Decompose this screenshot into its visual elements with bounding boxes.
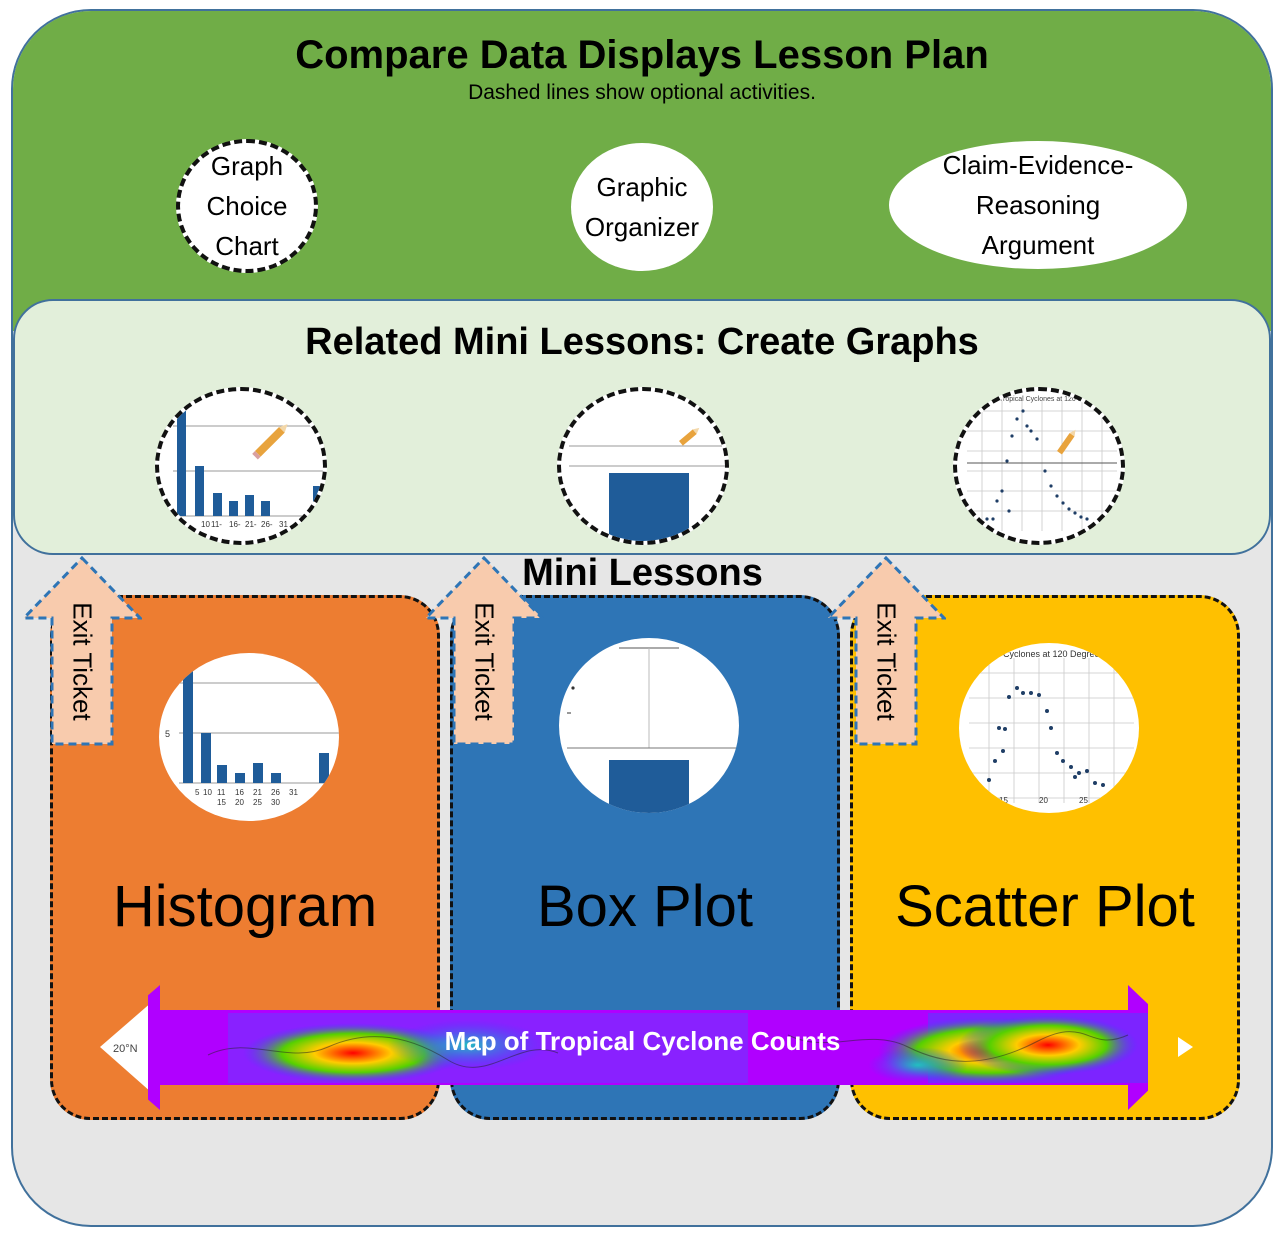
box-plot-label: Box Plot	[537, 874, 753, 939]
tick-label: 20	[1039, 796, 1048, 805]
tick-label: 16-	[229, 520, 241, 529]
tick-label: 15	[217, 798, 226, 807]
scatter-plot-label: Scatter Plot	[895, 874, 1195, 939]
map-label: Map of Tropical Cyclone Counts	[444, 1026, 841, 1056]
tick-label: 26	[271, 788, 280, 797]
graph-choice-chart-activity[interactable]: Graph Choice Chart	[176, 139, 318, 273]
box-plot-mini-chart	[569, 427, 725, 541]
tick-label: 31	[279, 520, 288, 529]
histogram-mini-chart: 10 11- 16- 21- 26- 31	[173, 403, 323, 529]
tick-label: 30	[271, 798, 280, 807]
tick-label: 21	[253, 788, 262, 797]
tick-label: 5	[195, 788, 200, 797]
latitude-label: 20°N	[113, 1043, 138, 1055]
mini-lessons-title: Mini Lessons	[522, 552, 763, 594]
scatter-plot-thumbnail: Cyclones at 120 Degrees 15 20 25	[959, 643, 1139, 813]
tick-label: 25	[1079, 796, 1088, 805]
exit-ticket-label: Exit Ticket	[871, 601, 902, 721]
tick-label: 26-	[261, 520, 273, 529]
related-mini-lessons-panel: Related Mini Lessons: Create Graphs 10 1…	[13, 299, 1271, 555]
activity-label: Graph Choice Chart	[206, 151, 288, 261]
tick-label: 25	[253, 798, 262, 807]
up-arrow-icon	[20, 555, 144, 746]
exit-ticket-label: Exit Ticket	[469, 601, 500, 721]
exit-ticket-histogram[interactable]: Exit Ticket	[20, 555, 144, 746]
related-scatter-plot-thumbnail[interactable]: Tropical Cyclones at 120 Degrees	[953, 387, 1125, 545]
pencil-icon	[679, 427, 700, 446]
tick-label: 31	[289, 788, 298, 797]
scatter-title: Tropical Cyclones at 120 Degrees	[999, 396, 1105, 403]
box-plot-thumbnail	[559, 638, 739, 813]
tick-label: 16	[235, 788, 244, 797]
tick-label: 15	[999, 796, 1008, 805]
tick-label: 20	[235, 798, 244, 807]
tick-label: 10	[203, 788, 212, 797]
page-title: Compare Data Displays Lesson Plan	[295, 33, 989, 77]
y-tick: 5	[165, 729, 170, 739]
tick-label: 10	[201, 520, 210, 529]
exit-ticket-label: Exit Ticket	[67, 601, 98, 721]
scatter-mini-chart: Tropical Cyclones at 120 Degrees	[967, 396, 1117, 531]
activity-label: Graphic Organizer	[584, 172, 700, 242]
page-subtitle: Dashed lines show optional activities.	[468, 81, 816, 104]
graphic-organizer-activity[interactable]: Graphic Organizer	[571, 143, 713, 271]
related-title: Related Mini Lessons: Create Graphs	[305, 321, 979, 363]
scatter-title: Cyclones at 120 Degrees	[1003, 649, 1105, 659]
exit-ticket-scatter-plot[interactable]: Exit Ticket	[824, 555, 948, 746]
up-arrow-icon	[824, 555, 948, 746]
lesson-plan-band: Compare Data Displays Lesson Plan Dashed…	[13, 11, 1271, 331]
related-histogram-thumbnail[interactable]: 10 11- 16- 21- 26- 31	[155, 387, 327, 545]
tick-label: 11	[217, 788, 226, 797]
histogram-label: Histogram	[112, 874, 378, 939]
histogram-card[interactable]: Histogram 5 5 10 11 16 21 26 31 15 20	[50, 595, 440, 1120]
scatter-plot-chart: Cyclones at 120 Degrees 15 20 25	[969, 649, 1134, 805]
exit-ticket-box-plot[interactable]: Exit Ticket	[422, 555, 546, 746]
box-plot-chart	[567, 647, 739, 813]
pencil-icon	[1057, 429, 1076, 455]
histogram-chart: 5 5 10 11 16 21 26 31 15 20 25 30	[165, 661, 339, 807]
tick-label: 21-	[245, 520, 257, 529]
related-box-plot-thumbnail[interactable]	[557, 387, 729, 545]
tick-label: 11-	[211, 520, 222, 529]
pencil-icon	[252, 424, 288, 460]
histogram-thumbnail: 5 5 10 11 16 21 26 31 15 20 25 30	[159, 653, 339, 821]
cyclone-map-arrow[interactable]	[88, 975, 1198, 1120]
activity-label: Claim-Evidence-Reasoning Argument	[942, 150, 1134, 260]
claim-evidence-reasoning-activity[interactable]: Claim-Evidence-Reasoning Argument	[889, 141, 1187, 269]
up-arrow-icon	[422, 555, 546, 746]
